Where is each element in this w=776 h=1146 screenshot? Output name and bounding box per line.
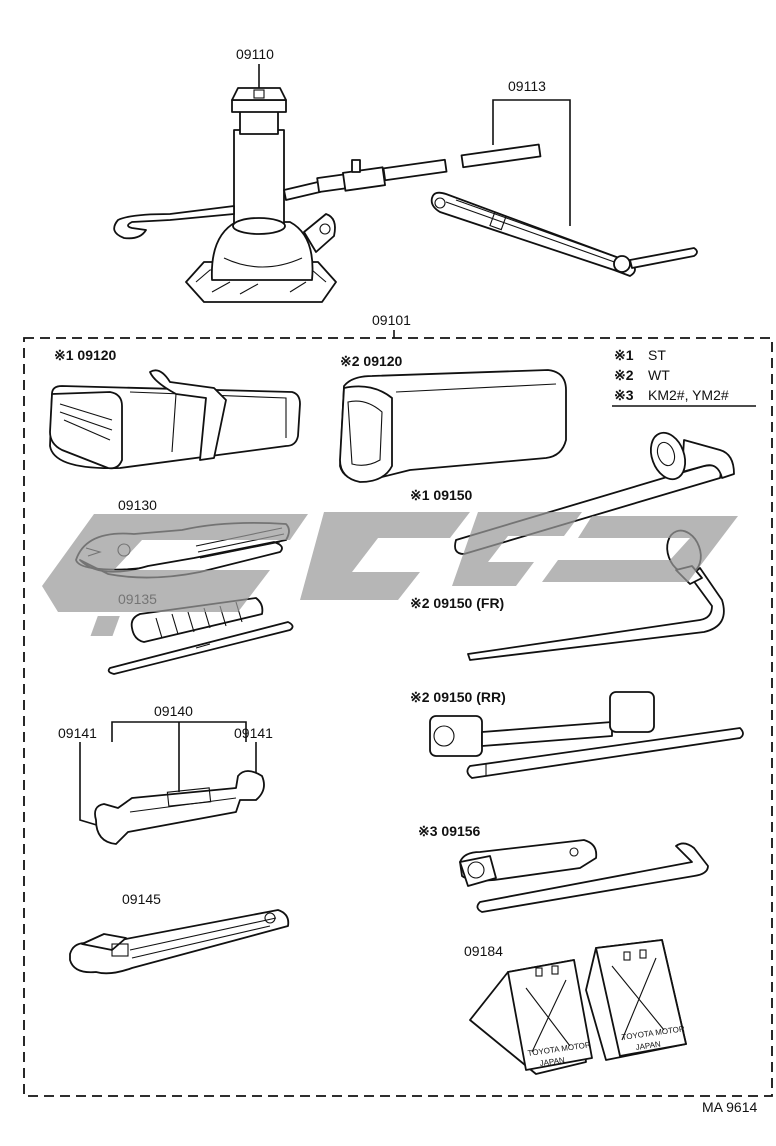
label-lug1: ※1 09150 xyxy=(410,487,473,503)
label-jack: 09110 xyxy=(236,46,274,62)
legend-text-2: WT xyxy=(648,367,670,383)
label-lug3: ※3 09156 xyxy=(418,823,481,839)
adjustable-wrench xyxy=(69,909,290,975)
legend-mark-2: ※2 xyxy=(614,367,634,383)
lug-wrench-wt-rr xyxy=(429,691,744,779)
legend: ※1 ST ※2 WT ※3 KM2#, YM2# xyxy=(612,347,756,407)
double-open-wrench xyxy=(94,770,265,845)
wheel-chock-left: TOYOTA MOTOR JAPAN xyxy=(469,959,593,1075)
label-pliers: 09130 xyxy=(118,497,157,513)
jack-illustration xyxy=(185,87,337,303)
label-handle: 09113 xyxy=(508,78,546,94)
watermark-logo xyxy=(42,512,738,636)
label-adjustable: 09145 xyxy=(122,891,161,907)
lug-wrench-km xyxy=(459,839,709,913)
chock-right-text-2: JAPAN xyxy=(635,1040,661,1052)
label-wrench-right: 09141 xyxy=(234,725,273,741)
wheel-chock-right: TOYOTA MOTOR JAPAN xyxy=(585,939,687,1061)
label-wrench-set: 09140 xyxy=(154,703,193,719)
kit-boundary xyxy=(23,337,773,1097)
footer-code: MA 9614 xyxy=(702,1099,757,1115)
legend-text-3: KM2#, YM2# xyxy=(648,387,729,403)
label-bag-st: ※1 09120 xyxy=(54,347,117,363)
chock-left-text-2: JAPAN xyxy=(539,1056,565,1068)
tool-bag-wt xyxy=(339,369,567,483)
label-chocks: 09184 xyxy=(464,943,503,959)
jack-handle xyxy=(430,191,698,277)
label-kit: 09101 xyxy=(372,312,411,328)
label-lug2-rr: ※2 09150 (RR) xyxy=(410,689,506,705)
legend-text-1: ST xyxy=(648,347,666,363)
leader-wrench-left xyxy=(79,742,101,827)
legend-mark-3: ※3 xyxy=(614,387,634,403)
leader-handle xyxy=(492,99,571,226)
legend-mark-1: ※1 xyxy=(614,347,634,363)
jack-extension-bar xyxy=(316,143,542,193)
tool-bag-st xyxy=(49,369,301,470)
label-bag-wt: ※2 09120 xyxy=(340,353,403,369)
label-wrench-left: 09141 xyxy=(58,725,97,741)
label-lug2-fr: ※2 09150 (FR) xyxy=(410,595,504,611)
